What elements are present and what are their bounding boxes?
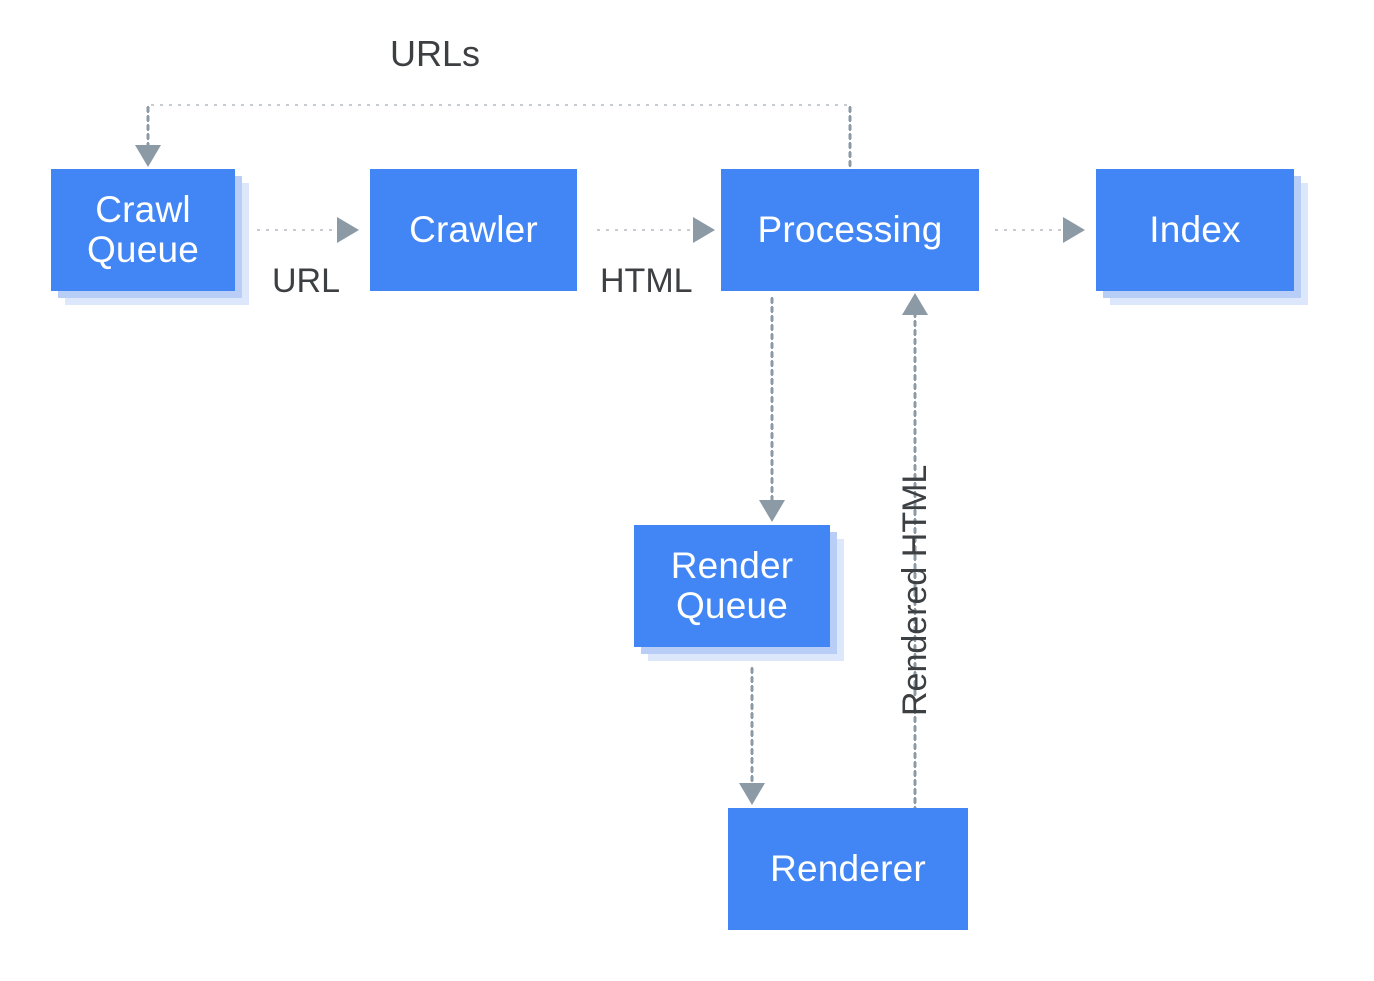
arrowhead-renderer-to-processing [902,293,928,315]
node-processing[interactable]: Processing [721,169,979,291]
arrowhead-renderqueue-to-renderer [739,783,765,805]
node-crawl-queue[interactable]: Crawl Queue [51,169,235,291]
arrowhead-urls-to-crawl-queue [135,145,161,167]
node-render-queue-label: Render Queue [670,545,794,626]
edge-label-urls: URLs [390,33,481,74]
arrowhead-crawlqueue-to-crawler [337,217,359,243]
edge-crawlqueue-to-crawler [254,228,336,232]
node-index[interactable]: Index [1096,169,1294,291]
node-crawler-label: Crawler [409,209,538,251]
node-render-queue[interactable]: Render Queue [634,525,830,647]
edge-label-rendered-html: Rendered HTML [896,464,934,716]
arrowhead-processing-to-renderqueue [759,500,785,522]
edge-processing-to-index [992,228,1062,232]
edge-crawler-to-processing [594,228,692,232]
node-crawl-queue-label: Crawl Queue [86,189,200,270]
node-crawler[interactable]: Crawler [370,169,577,291]
node-index-label: Index [1149,209,1241,251]
edge-renderqueue-to-renderer [750,666,754,784]
node-processing-label: Processing [757,209,943,251]
node-renderer-label: Renderer [770,848,926,890]
edge-processing-to-renderqueue [770,296,774,502]
edge-label-html: HTML [600,262,693,300]
edge-urls-horizontal [148,103,852,107]
edge-urls-riser [848,105,852,171]
edge-label-url: URL [272,262,341,300]
arrowhead-processing-to-index [1063,217,1085,243]
arrowhead-crawler-to-processing [693,217,715,243]
node-renderer[interactable]: Renderer [728,808,968,930]
edge-urls-drop [146,105,150,147]
edge-renderer-to-processing [913,310,917,810]
